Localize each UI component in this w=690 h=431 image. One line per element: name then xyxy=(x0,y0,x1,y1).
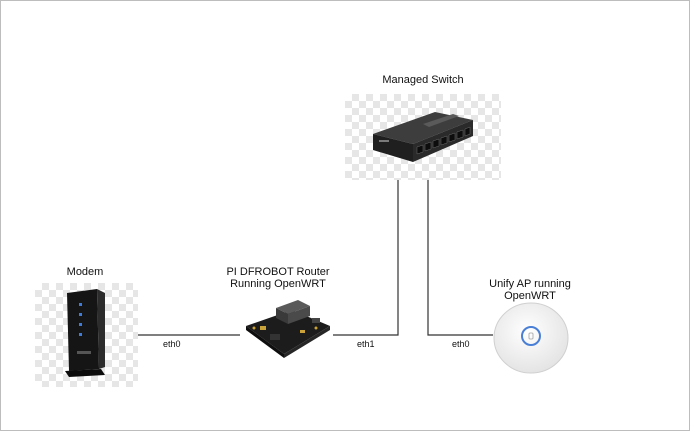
link-router-switch xyxy=(333,170,399,336)
modem-label: Modem xyxy=(66,266,104,278)
link-switch-ap xyxy=(427,170,493,336)
link-label-modem-router: eth0 xyxy=(163,339,181,349)
link-label-switch-ap: eth0 xyxy=(452,339,470,349)
wireless-access-point-icon xyxy=(493,302,569,374)
cable-modem-icon xyxy=(65,289,105,377)
router-image xyxy=(240,296,333,362)
router-board-icon xyxy=(246,300,330,358)
switch-label: Managed Switch xyxy=(382,74,464,86)
ap-label-line1: Unify AP running xyxy=(489,278,571,290)
switch-image xyxy=(345,94,501,180)
router-label-line2: Running OpenWRT xyxy=(230,278,326,290)
router-label-line1: PI DFROBOT Router xyxy=(226,266,330,278)
modem-image xyxy=(35,283,138,387)
ap-label-line2: OpenWRT xyxy=(504,290,556,302)
link-label-router-switch: eth1 xyxy=(357,339,375,349)
network-switch-icon xyxy=(373,112,473,162)
ap-image xyxy=(492,300,570,374)
